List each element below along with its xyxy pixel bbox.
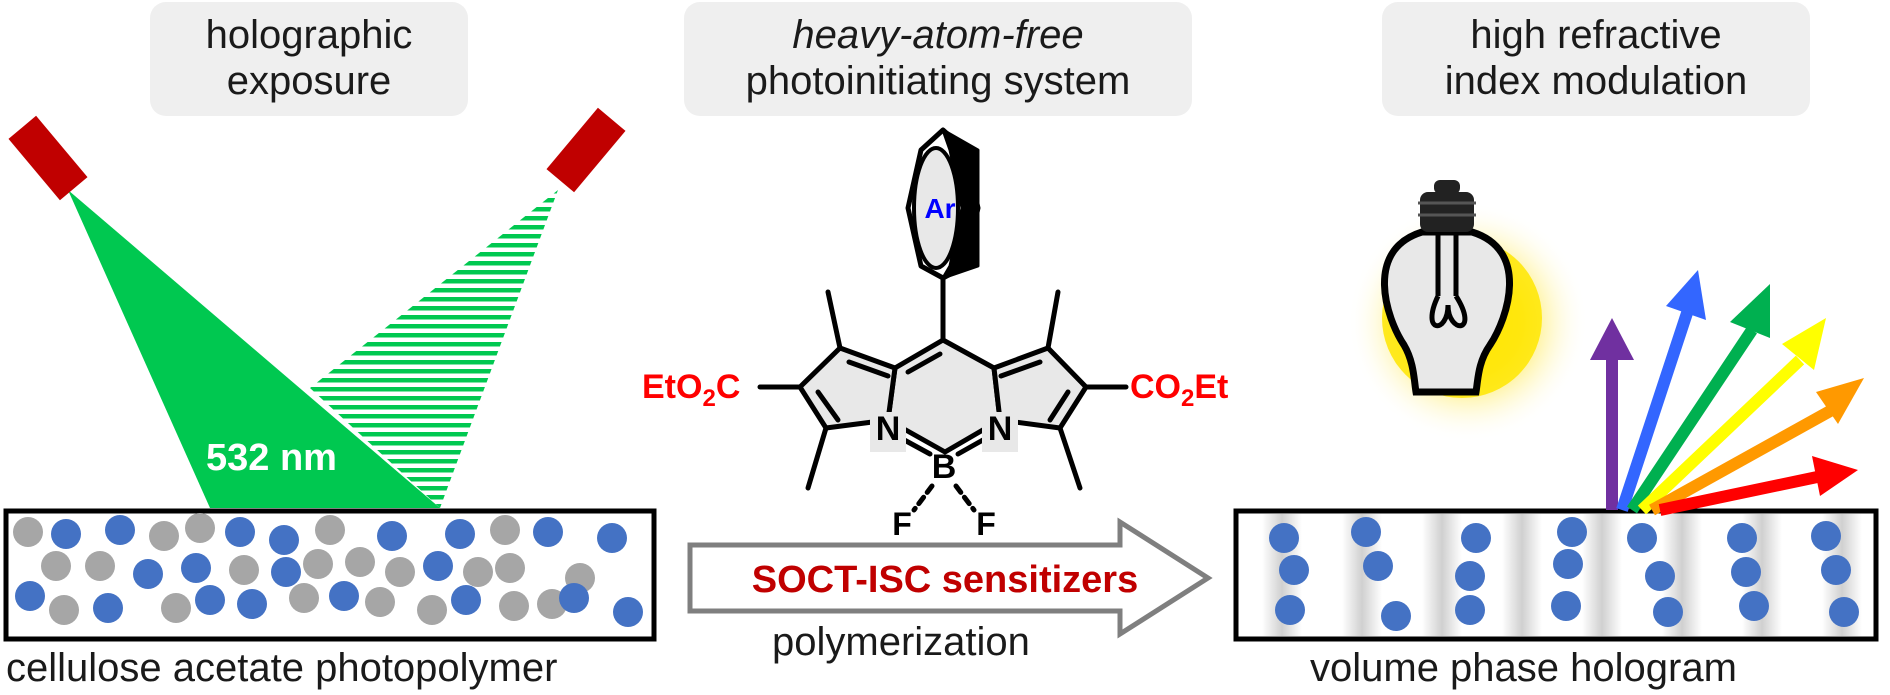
nitrogen-right: N bbox=[988, 410, 1013, 448]
monomer-dot bbox=[149, 521, 179, 551]
polymer-dot bbox=[1551, 591, 1581, 621]
monomer-dot bbox=[269, 525, 299, 555]
monomer-dot bbox=[365, 587, 395, 617]
monomer-dot bbox=[229, 555, 259, 585]
monomer-dot bbox=[85, 551, 115, 581]
fringe-band bbox=[1502, 514, 1542, 636]
light-bulb-icon bbox=[1381, 180, 1513, 396]
monomer-dot bbox=[237, 589, 267, 619]
monomer-dot bbox=[271, 557, 301, 587]
polymer-dot bbox=[1821, 555, 1851, 585]
monomer-dot bbox=[345, 547, 375, 577]
monomer-dot bbox=[49, 595, 79, 625]
polymer-dot bbox=[1811, 521, 1841, 551]
monomer-dot bbox=[185, 513, 215, 543]
monomer-dot bbox=[13, 517, 43, 547]
polymer-dot bbox=[1557, 517, 1587, 547]
header-left-line2: exposure bbox=[226, 59, 392, 103]
monomer-dot bbox=[417, 595, 447, 625]
process-arrow bbox=[687, 517, 1213, 639]
polymer-dot bbox=[1739, 591, 1769, 621]
polymer-dot bbox=[1275, 595, 1305, 625]
header-refractive-index: high refractive index modulation bbox=[1382, 2, 1810, 116]
monomer-dot bbox=[93, 593, 123, 623]
header-photoinitiating-system: heavy-atom-free photoinitiating system bbox=[684, 2, 1192, 116]
monomer-dot bbox=[499, 591, 529, 621]
fluorine-left: F bbox=[892, 506, 912, 542]
left-ester-label: EtO2C bbox=[642, 368, 740, 412]
header-holographic-exposure: holographic exposure bbox=[150, 2, 468, 116]
header-right-line2: index modulation bbox=[1444, 59, 1748, 103]
polymer-dot bbox=[1645, 561, 1675, 591]
monomer-dot bbox=[303, 549, 333, 579]
header-center-line1: heavy-atom-free bbox=[792, 13, 1084, 57]
monomer-dot bbox=[225, 517, 255, 547]
polymer-dot bbox=[1279, 555, 1309, 585]
right-ester-label: CO2Et bbox=[1130, 368, 1228, 412]
polymer-dot bbox=[1455, 595, 1485, 625]
monomer-dot bbox=[445, 519, 475, 549]
polymer-dot bbox=[1553, 549, 1583, 579]
polymer-dot bbox=[1461, 523, 1491, 553]
striped-laser-beam bbox=[310, 190, 558, 508]
sensitizers-label: SOCT-ISC sensitizers bbox=[752, 559, 1138, 601]
bodipy-molecule bbox=[757, 127, 1129, 513]
monomer-dot bbox=[133, 559, 163, 589]
wavelength-label: 532 nm bbox=[206, 437, 337, 479]
monomer-dot bbox=[41, 551, 71, 581]
caption-photopolymer: cellulose acetate photopolymer bbox=[6, 646, 558, 690]
monomer-dot bbox=[329, 581, 359, 611]
monomer-dot bbox=[315, 515, 345, 545]
nitrogen-left: N bbox=[876, 410, 901, 448]
monomer-dot bbox=[463, 557, 493, 587]
monomer-dot bbox=[385, 557, 415, 587]
header-left-line1: holographic bbox=[205, 13, 413, 57]
boron-label: B bbox=[932, 448, 957, 486]
monomer-dot bbox=[559, 583, 589, 613]
monomer-dot bbox=[495, 553, 525, 583]
diffracted-light-arrows bbox=[1590, 270, 1864, 516]
monomer-dot bbox=[490, 515, 520, 545]
monomer-dot bbox=[181, 553, 211, 583]
monomer-dot bbox=[15, 581, 45, 611]
monomer-dot bbox=[105, 515, 135, 545]
right-laser-icon bbox=[546, 107, 626, 193]
caption-hologram: volume phase hologram bbox=[1310, 646, 1737, 690]
polymer-dot bbox=[1381, 601, 1411, 631]
monomer-dot bbox=[51, 519, 81, 549]
fluorine-right: F bbox=[976, 506, 996, 542]
polymer-dot bbox=[1731, 557, 1761, 587]
monomer-dot bbox=[613, 597, 643, 627]
polymer-dot bbox=[1727, 523, 1757, 553]
polymer-dot bbox=[1455, 561, 1485, 591]
polymer-dot bbox=[1627, 523, 1657, 553]
monomer-dot bbox=[533, 517, 563, 547]
header-center-line2: photoinitiating system bbox=[745, 59, 1131, 103]
monomer-dot bbox=[195, 585, 225, 615]
monomer-dot bbox=[423, 551, 453, 581]
monomer-dot bbox=[161, 593, 191, 623]
polymer-dot bbox=[1363, 551, 1393, 581]
aryl-label: Ar bbox=[924, 193, 955, 224]
polymer-dot bbox=[1829, 597, 1859, 627]
polymer-dot bbox=[1351, 517, 1381, 547]
header-right-line1: high refractive bbox=[1470, 13, 1722, 57]
fringe-band bbox=[1582, 514, 1622, 636]
monomer-dot bbox=[377, 521, 407, 551]
monomer-dot bbox=[289, 583, 319, 613]
monomer-dot bbox=[597, 523, 627, 553]
solid-laser-beam bbox=[68, 190, 440, 508]
caption-polymerization: polymerization bbox=[772, 620, 1030, 664]
polymer-dot bbox=[1653, 597, 1683, 627]
monomer-dot bbox=[451, 585, 481, 615]
left-laser-icon bbox=[8, 115, 88, 201]
polymer-dot bbox=[1269, 523, 1299, 553]
